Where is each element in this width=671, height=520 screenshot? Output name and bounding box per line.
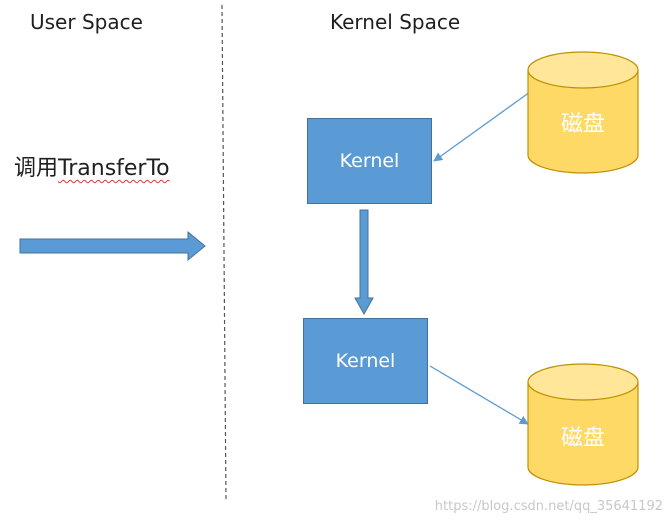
disk-to-kernel-arrow [433, 91, 531, 162]
user-kernel-divider [221, 4, 227, 503]
call-method: TransferTo [58, 156, 170, 181]
disk-label-1: 磁盘 [560, 112, 605, 137]
kernel-to-kernel-arrow [354, 209, 374, 316]
disk-cylinder-1 [527, 51, 639, 174]
kernel-to-disk-arrow [429, 365, 529, 425]
call-transferto-label: 调用TransferTo [14, 150, 170, 182]
call-prefix: 调用 [14, 156, 59, 181]
kernel-box-2: Kernel [303, 318, 428, 404]
watermark-text: https://blog.csdn.net/qq_35641192 [434, 499, 663, 514]
disk-label-2: 磁盘 [560, 426, 605, 451]
kernel-box-1: Kernel [307, 118, 432, 204]
call-arrow [19, 230, 206, 262]
disk-cylinder-2 [527, 363, 639, 486]
kernel-space-label: Kernel Space [330, 10, 461, 34]
user-space-label: User Space [30, 10, 143, 34]
